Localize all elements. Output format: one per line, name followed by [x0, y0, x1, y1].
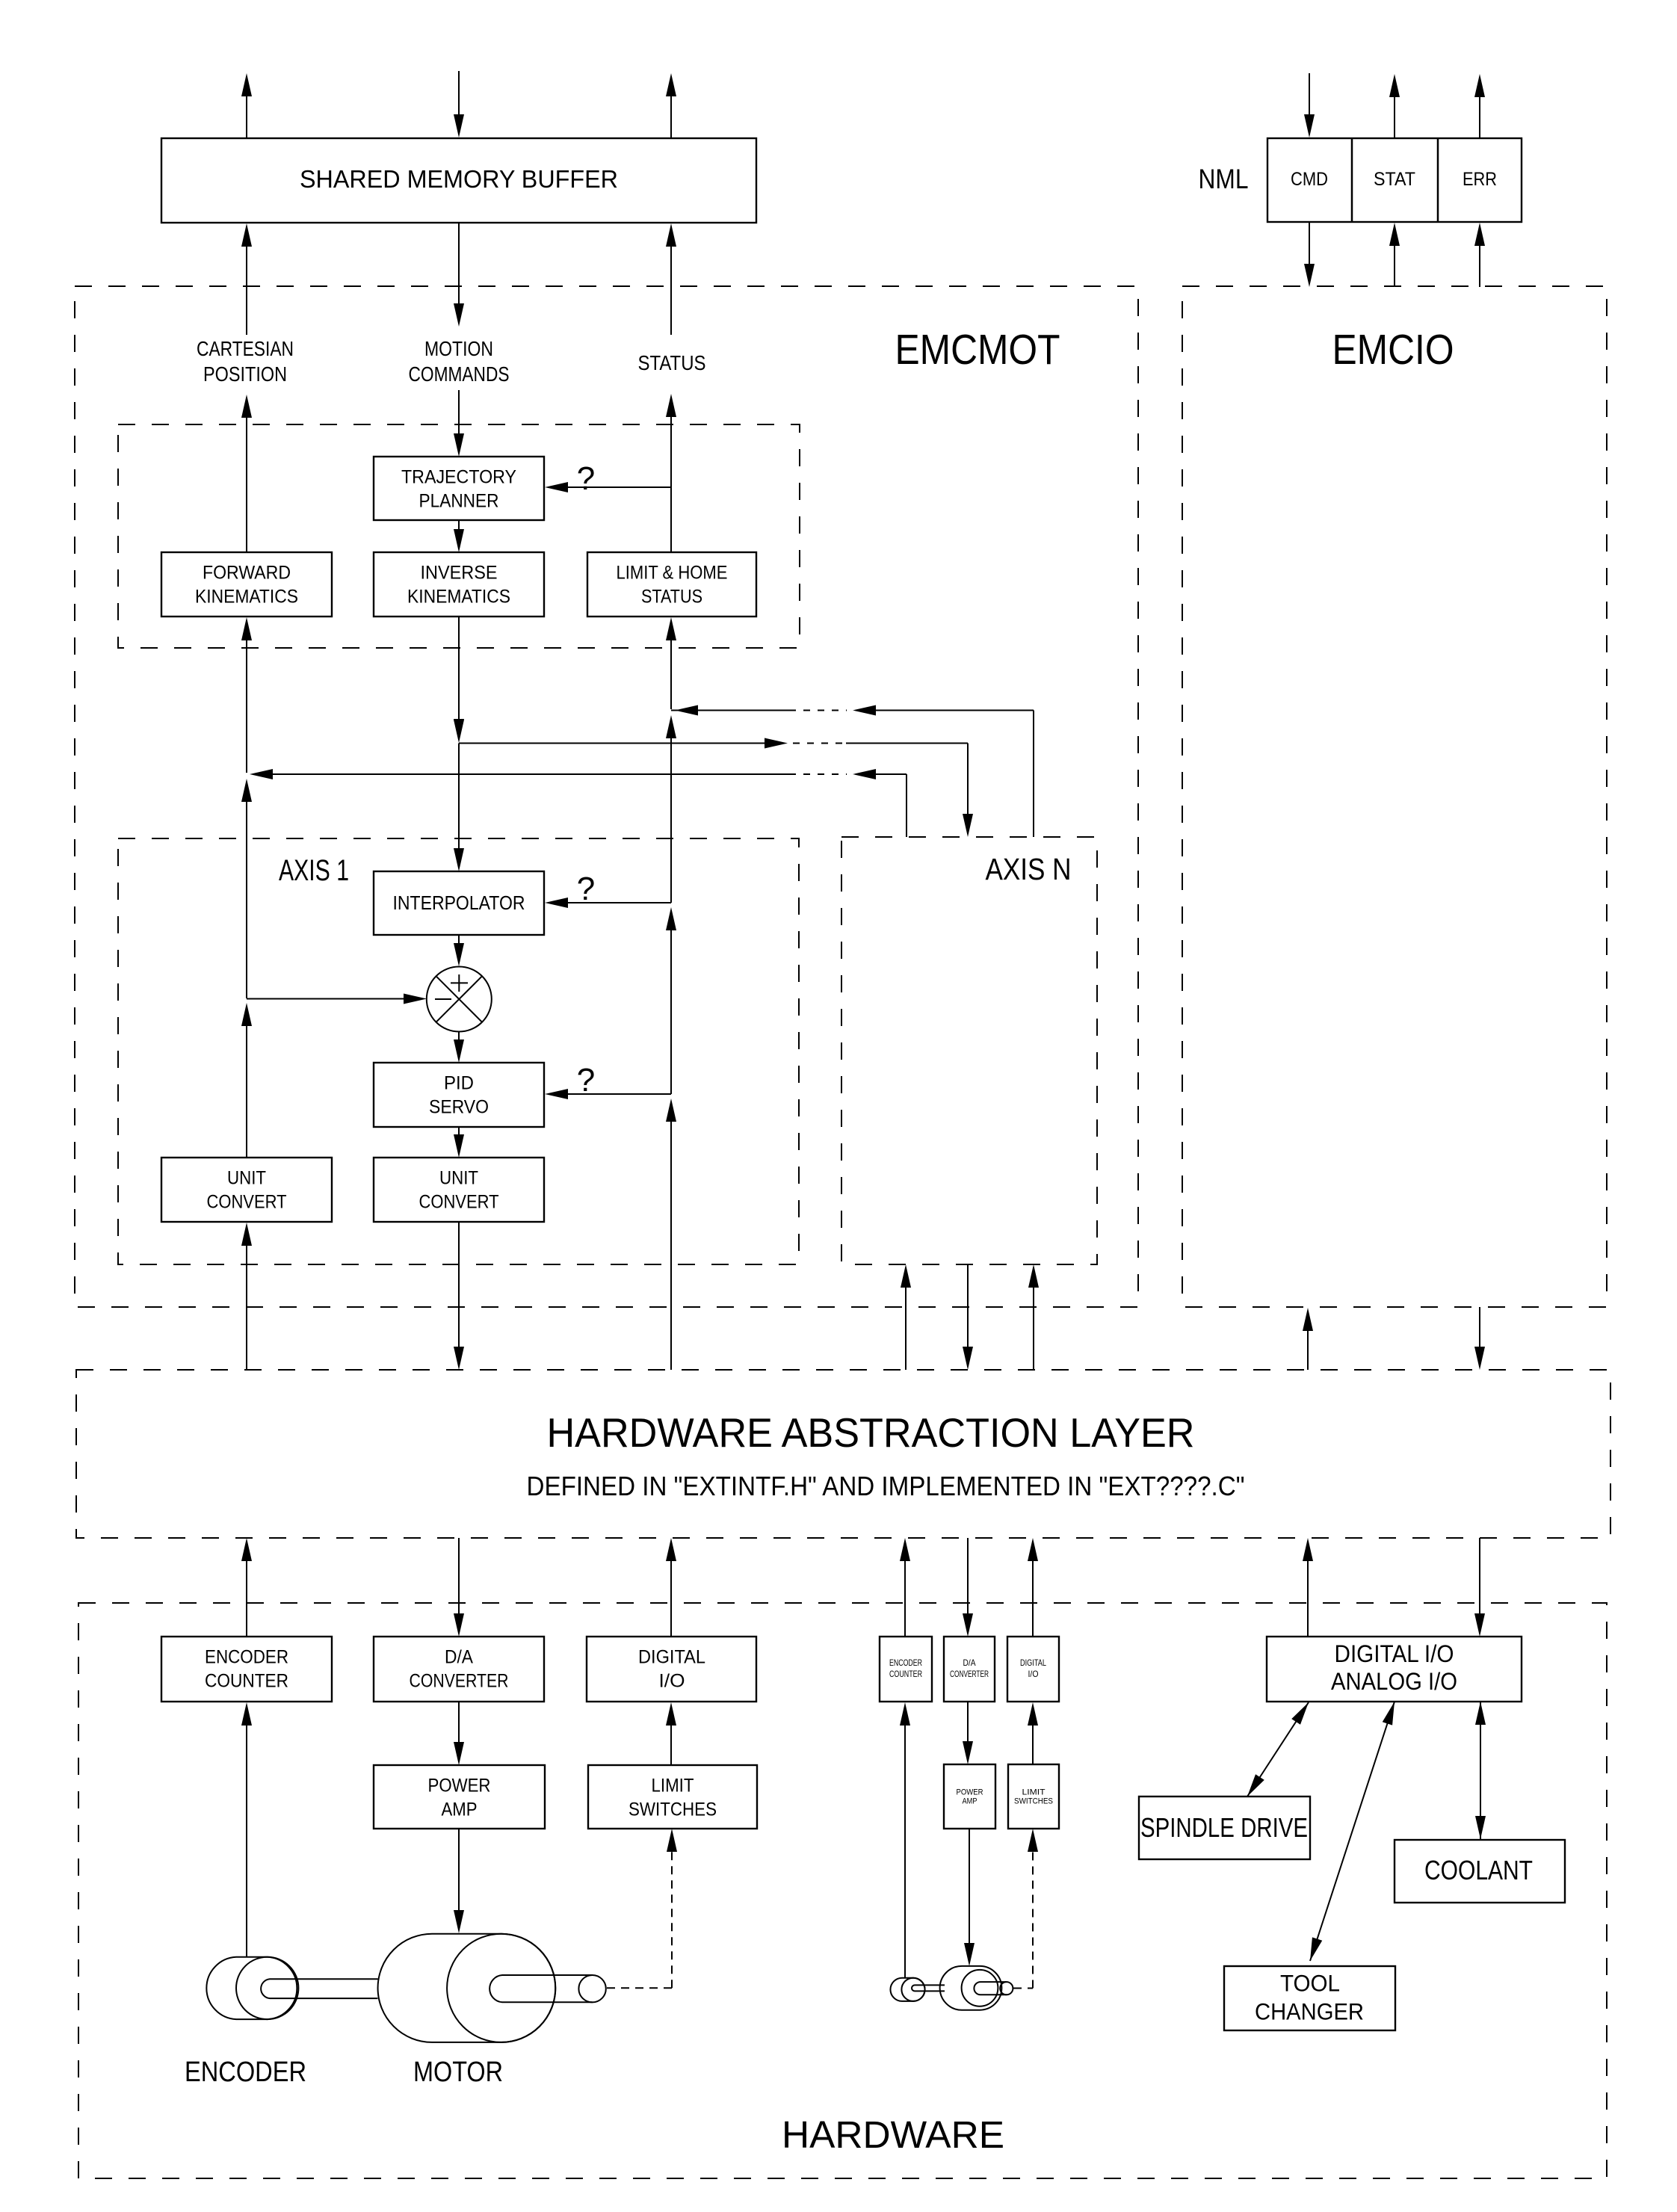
svg-text:INTERPOLATOR: INTERPOLATOR [393, 892, 525, 914]
svg-text:UNIT: UNIT [227, 1168, 266, 1189]
svg-text:INVERSE: INVERSE [421, 563, 498, 584]
svg-text:?: ? [577, 1062, 595, 1099]
svg-text:MOTOR: MOTOR [413, 2057, 503, 2088]
svg-text:LIMIT: LIMIT [652, 1776, 694, 1797]
svg-text:STATUS: STATUS [638, 351, 706, 374]
svg-text:DIGITAL: DIGITAL [1020, 1658, 1046, 1668]
svg-text:CARTESIAN: CARTESIAN [197, 337, 294, 360]
svg-text:LIMIT: LIMIT [1022, 1788, 1046, 1797]
svg-text:?: ? [577, 460, 595, 497]
svg-text:MOTION: MOTION [424, 337, 493, 360]
svg-text:PID: PID [444, 1073, 474, 1094]
svg-text:AXIS 1: AXIS 1 [279, 854, 349, 887]
svg-text:CONVERT: CONVERT [207, 1192, 287, 1213]
svg-text:ANALOG I/O: ANALOG I/O [1331, 1668, 1457, 1695]
svg-text:ENCODER: ENCODER [185, 2057, 306, 2088]
svg-text:DIGITAL: DIGITAL [638, 1647, 705, 1668]
svg-text:CHANGER: CHANGER [1255, 1998, 1364, 2025]
svg-text:AMP: AMP [963, 1797, 978, 1806]
svg-text:COUNTER: COUNTER [889, 1669, 922, 1679]
svg-text:SWITCHES: SWITCHES [629, 1799, 717, 1820]
svg-text:PLANNER: PLANNER [419, 491, 499, 512]
svg-text:FORWARD: FORWARD [203, 563, 291, 584]
svg-text:EMCMOT: EMCMOT [895, 326, 1060, 374]
svg-text:SERVO: SERVO [429, 1097, 489, 1118]
svg-text:COMMANDS: COMMANDS [409, 362, 510, 386]
svg-text:TRAJECTORY: TRAJECTORY [401, 467, 516, 488]
svg-text:CONVERTER: CONVERTER [950, 1669, 989, 1679]
svg-text:SPINDLE DRIVE: SPINDLE DRIVE [1140, 1812, 1308, 1843]
svg-text:I/O: I/O [1028, 1669, 1039, 1679]
svg-text:ENCODER: ENCODER [205, 1647, 288, 1668]
svg-text:POWER: POWER [428, 1776, 491, 1797]
svg-text:I/O: I/O [659, 1671, 685, 1692]
svg-text:STAT: STAT [1374, 169, 1415, 190]
svg-text:ERR: ERR [1463, 169, 1497, 190]
svg-text:CMD: CMD [1291, 169, 1328, 190]
svg-text:POWER: POWER [957, 1788, 983, 1797]
svg-text:DEFINED IN "EXTINTF.H" AND IMP: DEFINED IN "EXTINTF.H" AND IMPLEMENTED I… [527, 1471, 1245, 1501]
svg-text:AMP: AMP [442, 1799, 478, 1820]
svg-text:STATUS: STATUS [641, 587, 702, 608]
svg-text:COOLANT: COOLANT [1424, 1855, 1533, 1885]
svg-text:KINEMATICS: KINEMATICS [407, 587, 510, 608]
svg-text:LIMIT & HOME: LIMIT & HOME [617, 563, 728, 584]
svg-text:EMCIO: EMCIO [1332, 326, 1454, 374]
svg-text:D/A: D/A [445, 1647, 473, 1668]
svg-text:SHARED MEMORY BUFFER: SHARED MEMORY BUFFER [300, 166, 618, 194]
svg-text:D/A: D/A [963, 1658, 976, 1668]
svg-text:HARDWARE ABSTRACTION LAYER: HARDWARE ABSTRACTION LAYER [547, 1409, 1195, 1456]
svg-text:HARDWARE: HARDWARE [782, 2113, 1004, 2156]
svg-text:ENCODER: ENCODER [889, 1658, 922, 1668]
svg-text:TOOL: TOOL [1280, 1970, 1340, 1997]
svg-text:UNIT: UNIT [439, 1168, 478, 1189]
svg-text:SWITCHES: SWITCHES [1014, 1797, 1053, 1806]
svg-text:POSITION: POSITION [203, 362, 287, 386]
svg-text:DIGITAL I/O: DIGITAL I/O [1335, 1640, 1454, 1667]
svg-text:?: ? [577, 871, 595, 907]
svg-text:NML: NML [1199, 164, 1249, 194]
svg-text:KINEMATICS: KINEMATICS [195, 587, 298, 608]
svg-text:COUNTER: COUNTER [205, 1671, 288, 1692]
svg-text:CONVERT: CONVERT [419, 1192, 499, 1213]
svg-text:CONVERTER: CONVERTER [410, 1671, 509, 1692]
svg-text:AXIS N: AXIS N [986, 852, 1072, 886]
